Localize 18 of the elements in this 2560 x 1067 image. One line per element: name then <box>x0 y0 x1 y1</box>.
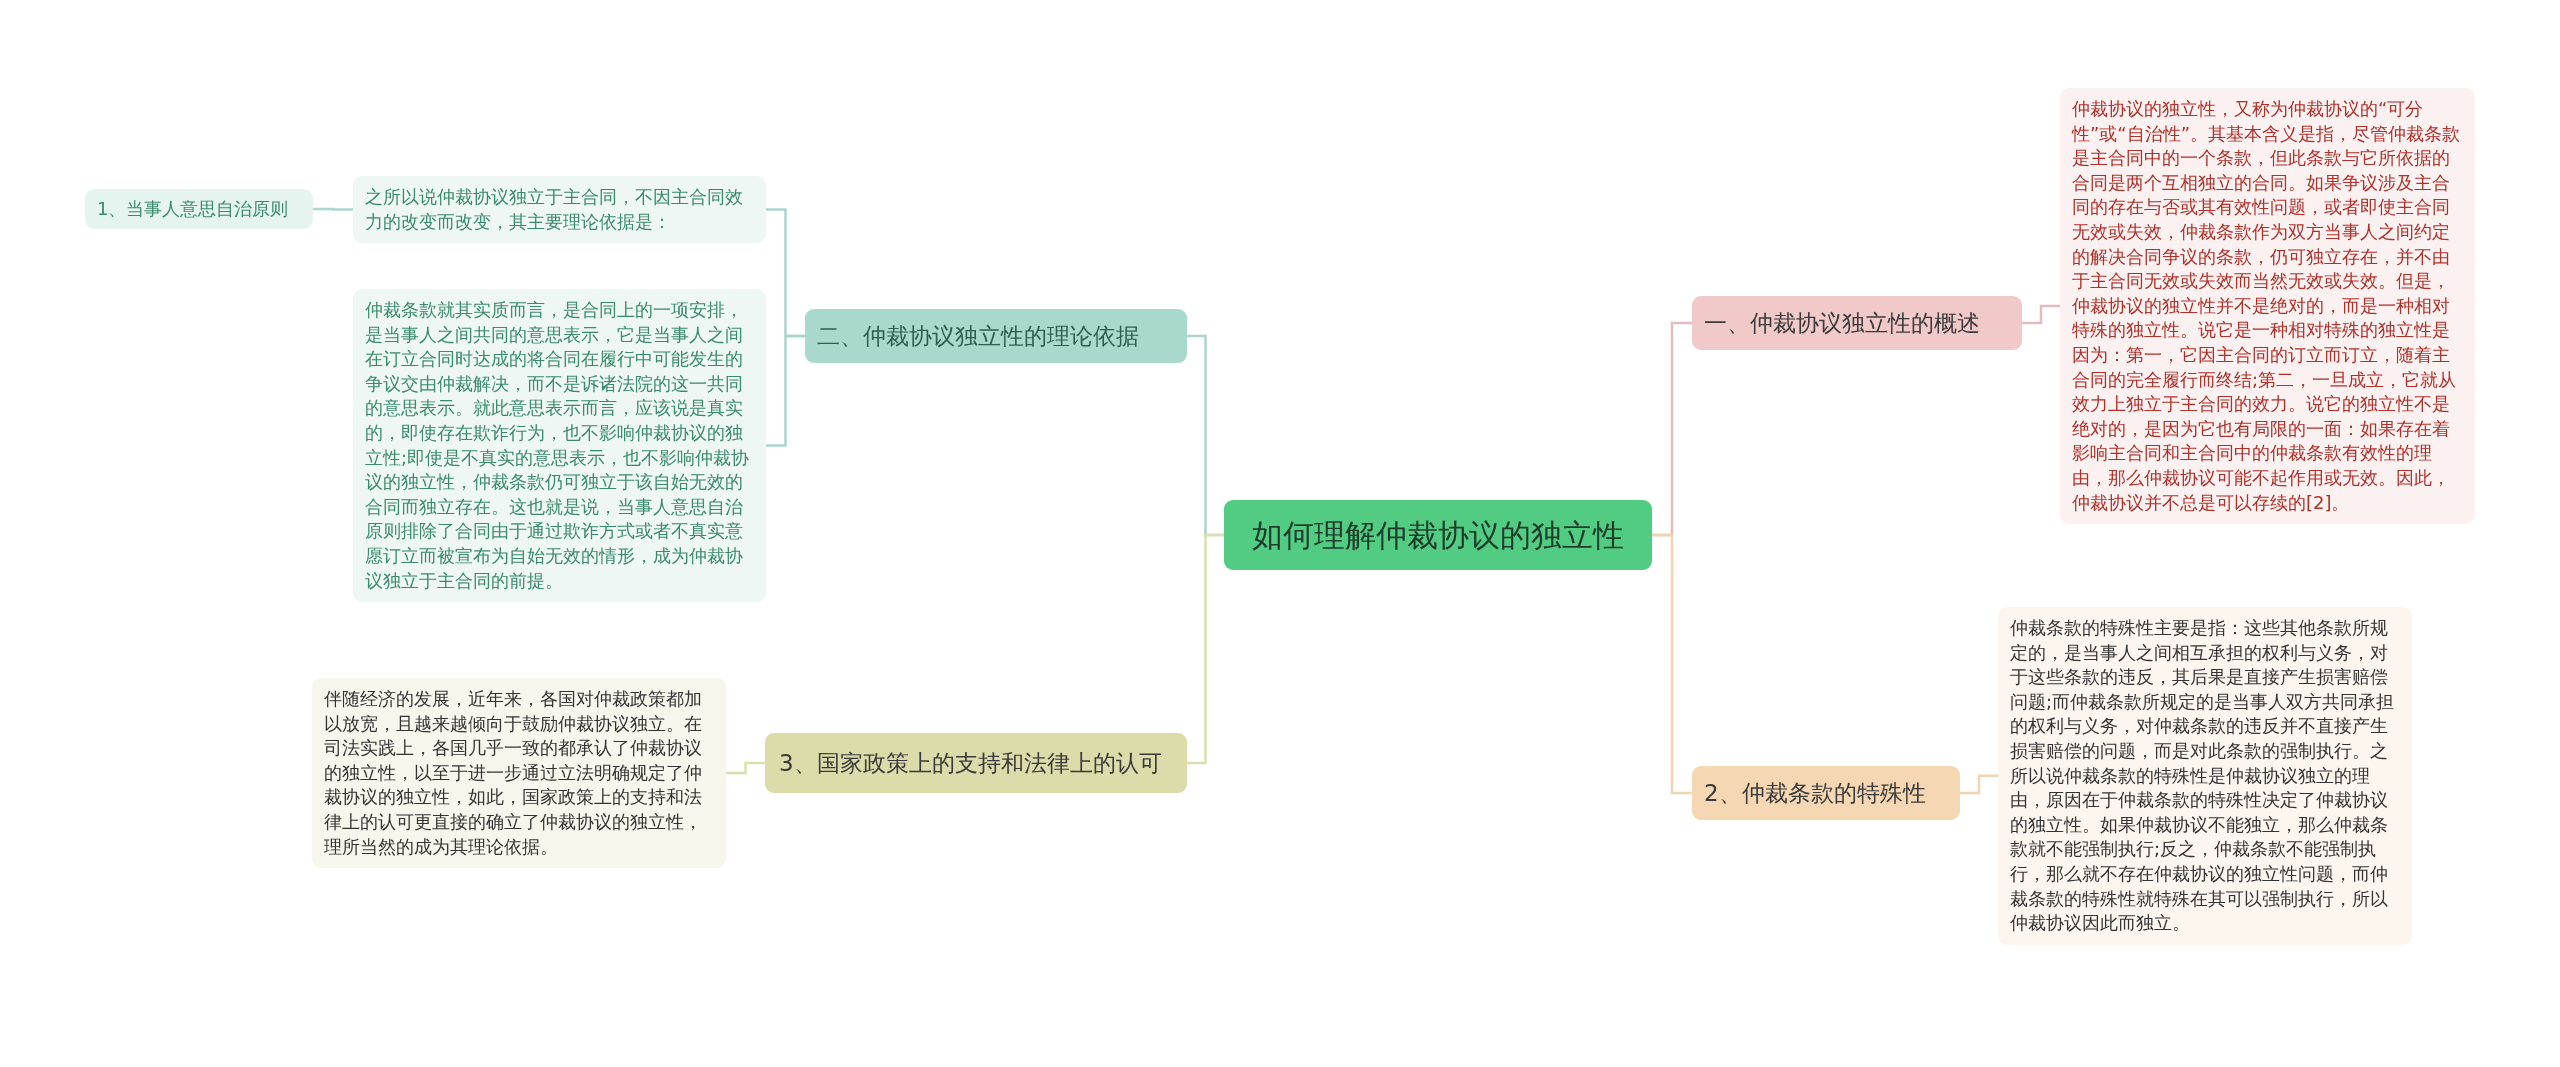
connector-line <box>1652 533 1692 795</box>
connector-line <box>1187 533 1224 765</box>
note-text: 仲裁协议的独立性，又称为仲裁协议的“可分性”或“自治性”。其基本含义是指，尽管仲裁条款是主合同中的一个条款，但此条款与它所依据的合同是两个互相独立的合同。如果争议涉及主合同的存在与否或其有效性问题，或者即使主合同无效或失效，仲裁条款作为双方当事人之间约定的解决合同争议的条款，仍可独立存在，并不由于主合同无效或失效而当然无效或失效。但是，仲裁协议的独立性并不是绝对的，而是一种相对特殊的独立性。说它是一种相对特殊的独立性是因为：第一，它因主合同的订立而订立，随着主合同的完全履行而终结;第二，一旦成立，它就从效力上独立于主合同的效力。说它的独立性不是绝对的，是因为它也有局限的一面：如果存在着影响主合同和主合同中的仲裁条款有效性的理由，那么仲裁协议可能不起作用或无效。因此，仲裁协议并不总是可以存续的[2]。 <box>2060 88 2475 525</box>
note-text: 伴随经济的发展，近年来，各国对仲裁政策都加以放宽，且越来越倾向于鼓励仲裁协议独立。在司法实践上，各国几乎一致的都承认了仲裁协议的独立性，以至于进一步通过立法明确规定了仲裁协议的独立性，如此，国家政策上的支持和法律上的认可更直接的确立了仲裁协议的独立性，理所当然的成为其理论依据。 <box>312 678 726 869</box>
connector-line <box>1960 774 1998 795</box>
branch-topic: 二、仲裁协议独立性的理论依据 <box>805 309 1187 363</box>
branch-topic: 3、国家政策上的支持和法律上的认可 <box>765 733 1187 793</box>
connector-line <box>313 207 353 211</box>
branch-topic: 一、仲裁协议独立性的概述 <box>1692 296 2022 350</box>
note-text: 之所以说仲裁协议独立于主合同，不因主合同效力的改变而改变，其主要理论依据是： <box>353 176 766 244</box>
note-text: 仲裁条款的特殊性主要是指：这些其他条款所规定的，是当事人之间相互承担的权利与义务，对于这些条款的违反，其后果是直接产生损害赔偿问题;而仲裁条款所规定的是当事人双方共同承担的权利与义务，对仲裁条款的违反并不直接产生损害赔偿的问题，而是对此条款的强制执行。之所以说仲裁条款的特殊性是仲裁协议独立的理由，原因在于仲裁条款的特殊性决定了仲裁协议的独立性。如果仲裁协议不能独立，那么仲裁条款就不能强制执行;反之，仲裁条款不能强制执行，那么就不存在仲裁协议的独立性问题，而仲裁条款的特殊性就特殊在其可以强制执行，所以仲裁协议因此而独立。 <box>1998 607 2412 945</box>
note-text: 仲裁条款就其实质而言，是合同上的一项安排，是当事人之间共同的意思表示，它是当事人之间在订立合同时达成的将合同在履行中可能发生的争议交由仲裁解决，而不是诉诸法院的这一共同的意思表示。就此意思表示而言，应该说是真实的，即使存在欺诈行为，也不影响仲裁协议的独立性;即使是不真实的意思表示，也不影响仲裁协议的独立性，仲裁条款仍可独立于该自始无效的合同而独立存在。这也就是说，当事人意思自治原则排除了合同由于通过欺诈方式或者不真实意愿订立而被宣布为自始无效的情形，成为仲裁协议独立于主合同的前提。 <box>353 289 766 603</box>
branch-topic: 2、仲裁条款的特殊性 <box>1692 766 1960 820</box>
sub-topic: 1、当事人意思自治原则 <box>85 189 313 229</box>
connector-line <box>726 761 765 775</box>
root-topic: 如何理解仲裁协议的独立性 <box>1224 500 1652 570</box>
connector-line <box>766 334 805 447</box>
connector-line <box>2022 304 2060 325</box>
